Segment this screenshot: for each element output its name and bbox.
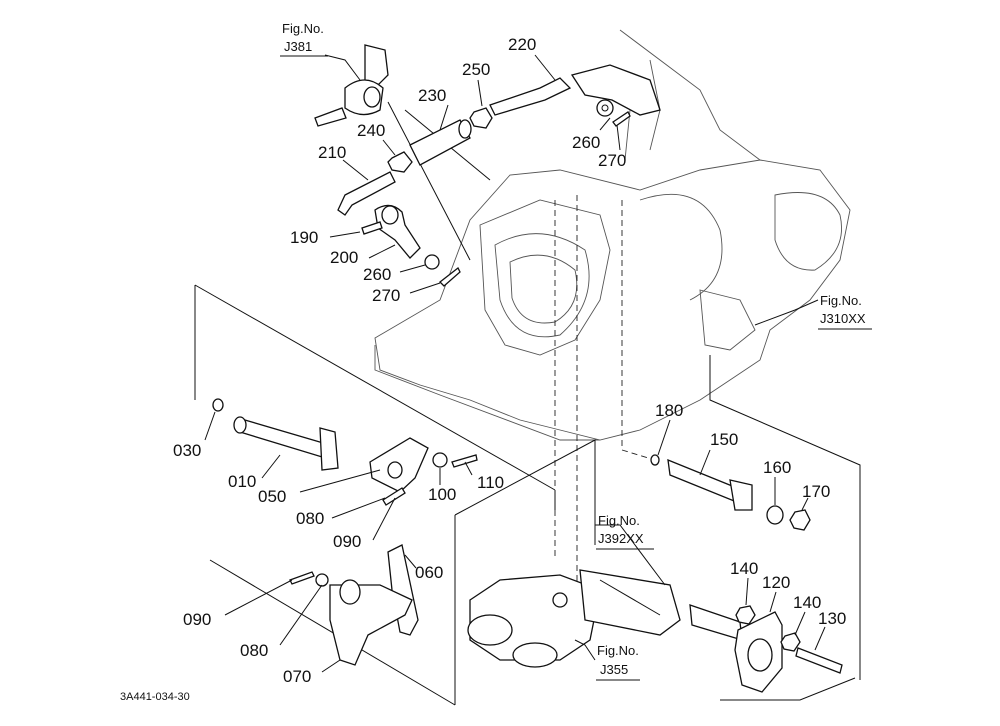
label-140-right: 140 — [793, 593, 821, 612]
nut-140-left — [735, 605, 756, 625]
rod-210 — [337, 171, 396, 216]
label-240: 240 — [357, 121, 385, 140]
label-230: 230 — [418, 86, 446, 105]
washer-080-lower — [315, 573, 329, 587]
lever-050 — [369, 437, 429, 493]
label-090-upper: 090 — [333, 532, 361, 551]
label-260-lower: 260 — [363, 265, 391, 284]
part-labels: 220 250 230 240 210 260 270 190 200 260 … — [173, 35, 846, 686]
fig-ref-j392xx-line2: J392XX — [598, 531, 644, 546]
nut-170 — [789, 509, 811, 531]
bracket-j381 — [314, 44, 389, 127]
label-100: 100 — [428, 485, 456, 504]
lever-200 — [361, 204, 421, 259]
label-010: 010 — [228, 472, 256, 491]
label-190: 190 — [290, 228, 318, 247]
transmission-housing-outline — [374, 29, 851, 441]
shaft-150 — [667, 458, 753, 511]
label-120: 120 — [762, 573, 790, 592]
label-260-upper: 260 — [572, 133, 600, 152]
label-210: 210 — [318, 143, 346, 162]
label-090-lower: 090 — [183, 610, 211, 629]
label-leaders — [204, 54, 826, 673]
valve-link-j392xx — [579, 569, 681, 636]
bolt-130 — [795, 647, 843, 674]
nut-140-right — [780, 632, 801, 652]
plate-120 — [689, 604, 783, 693]
label-130: 130 — [818, 609, 846, 628]
rod-220 — [489, 64, 661, 116]
label-200: 200 — [330, 248, 358, 267]
label-080-lower: 080 — [240, 641, 268, 660]
fig-ref-j392xx-line1: Fig.No. — [598, 513, 640, 528]
label-050: 050 — [258, 487, 286, 506]
label-060: 060 — [415, 563, 443, 582]
label-150: 150 — [710, 430, 738, 449]
fig-ref-j355-line2: J355 — [600, 662, 628, 677]
hydraulic-valve-j355 — [467, 574, 601, 668]
label-030: 030 — [173, 441, 201, 460]
shaft-010 — [233, 416, 339, 471]
nut-240 — [387, 151, 413, 173]
fig-ref-j381-line2: J381 — [284, 39, 312, 54]
bracket-070 — [329, 579, 413, 666]
washer-260-lower — [424, 254, 440, 270]
label-220: 220 — [508, 35, 536, 54]
label-270-upper: 270 — [598, 151, 626, 170]
pin-090-lower — [289, 571, 315, 585]
sleeve-230 — [409, 119, 472, 166]
fig-ref-j310xx-line1: Fig.No. — [820, 293, 862, 308]
fig-ref-j355-line1: Fig.No. — [597, 643, 639, 658]
label-160: 160 — [763, 458, 791, 477]
fig-ref-j310xx-line2: J310XX — [820, 311, 866, 326]
o-ring-180 — [650, 454, 660, 466]
collar-160 — [766, 505, 784, 525]
label-170: 170 — [802, 482, 830, 501]
figure-refs: Fig.No. J381 Fig.No. J310XX Fig.No. J392… — [280, 21, 872, 681]
label-070: 070 — [283, 667, 311, 686]
label-250: 250 — [462, 60, 490, 79]
nut-250 — [469, 107, 493, 129]
label-080-upper: 080 — [296, 509, 324, 528]
label-270-lower: 270 — [372, 286, 400, 305]
o-ring-030 — [212, 398, 224, 412]
washer-100 — [432, 452, 448, 468]
label-110: 110 — [477, 473, 504, 492]
pin-270-upper — [612, 111, 631, 127]
fig-ref-j381-line1: Fig.No. — [282, 21, 324, 36]
drawing-code: 3A441-034-30 — [120, 691, 190, 703]
pin-080-upper — [382, 487, 406, 506]
label-140-left: 140 — [730, 559, 758, 578]
label-180: 180 — [655, 401, 683, 420]
pin-270-lower — [439, 267, 461, 287]
washer-260-upper — [596, 99, 614, 117]
pin-110 — [451, 454, 478, 468]
